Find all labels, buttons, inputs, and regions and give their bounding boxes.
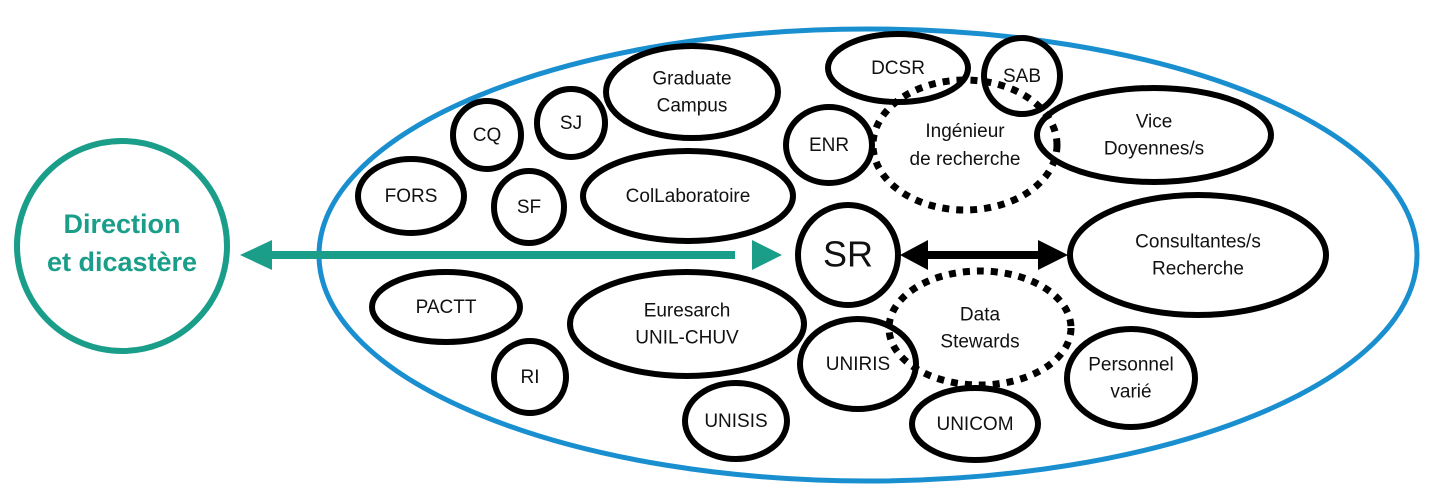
unicom-outline	[909, 385, 1041, 463]
vice-doyennes-label-line2: Doyennes/s	[1104, 139, 1204, 160]
cq-node: CQ	[450, 98, 524, 172]
fors-outline	[355, 156, 467, 236]
arrowhead-right-icon	[752, 240, 782, 270]
ingenieur-de-recherche-label-line2: de recherche	[910, 149, 1021, 170]
euresarch-label-line2: UNIL-CHUV	[635, 328, 739, 349]
data-stewards-outline	[885, 267, 1075, 389]
graduate-campus-label-line2: Campus	[657, 96, 728, 117]
uniris-outline	[797, 316, 919, 412]
sab-label-line1: SAB	[1003, 66, 1041, 87]
pactt-outline	[369, 269, 523, 345]
euresarch-outline	[567, 269, 807, 379]
consultantes-recherche-label-line2: Recherche	[1152, 259, 1244, 280]
ri-outline	[491, 338, 569, 416]
collaboratoire-node: ColLaboratoire	[580, 148, 796, 244]
direction-sr-arrow	[240, 240, 782, 270]
dcsr-node: DCSR	[825, 31, 971, 105]
arrowhead-left-icon	[900, 240, 928, 270]
dcsr-label-line1: DCSR	[871, 58, 925, 79]
graduate-campus-label-line1: Graduate	[652, 69, 731, 90]
consultantes-recherche-outline	[1067, 192, 1329, 318]
collaboratoire-label-line1: ColLaboratoire	[626, 186, 751, 207]
data-stewards-label-line1: Data	[960, 305, 1001, 326]
direction-dicastere-node: Direction et dicastère	[14, 138, 230, 354]
cq-outline	[450, 98, 524, 172]
collaboratoire-outline	[580, 148, 796, 244]
graduate-campus-outline	[603, 43, 781, 141]
pactt-node: PACTT	[369, 269, 523, 345]
vice-doyennes-label-line1: Vice	[1136, 112, 1173, 133]
sj-outline	[534, 86, 608, 160]
arrowhead-left-icon	[240, 240, 272, 270]
fors-label-line1: FORS	[385, 186, 438, 207]
euresarch-label-line1: Euresarch	[644, 301, 731, 322]
ingenieur-de-recherche-node: Ingénieur de recherche	[869, 76, 1061, 214]
sf-outline	[491, 168, 567, 246]
uniris-label-line1: UNIRIS	[826, 354, 890, 375]
sab-node: SAB	[981, 35, 1063, 117]
ingenieur-de-recherche-outline	[869, 76, 1061, 214]
direction-label-line2: et dicastère	[47, 247, 197, 277]
unisis-node: UNISIS	[682, 380, 790, 462]
ri-node: RI	[491, 338, 569, 416]
cq-label-line1: CQ	[473, 125, 502, 146]
sj-label-line1: SJ	[560, 113, 582, 134]
sab-outline	[981, 35, 1063, 117]
sr-label: SR	[823, 234, 873, 275]
personnel-varie-node: Personnel varié	[1064, 326, 1198, 430]
data-stewards-label-line2: Stewards	[940, 332, 1019, 353]
personnel-varie-outline	[1064, 326, 1198, 430]
enr-node: ENR	[783, 104, 875, 186]
uniris-node: UNIRIS	[797, 316, 919, 412]
unisis-outline	[682, 380, 790, 462]
personnel-varie-label-line1: Personnel	[1088, 355, 1174, 376]
sr-consultantes-arrow	[900, 240, 1068, 270]
unicom-label-line1: UNICOM	[936, 414, 1013, 435]
enr-outline	[783, 104, 875, 186]
sf-node: SF	[491, 168, 567, 246]
ingenieur-de-recherche-label-line1: Ingénieur	[925, 121, 1005, 142]
personnel-varie-label-line2: varié	[1110, 382, 1151, 403]
fors-node: FORS	[355, 156, 467, 236]
sr-node: SR	[795, 202, 901, 308]
enr-label-line1: ENR	[809, 135, 849, 156]
vice-doyennes-outline	[1034, 85, 1274, 185]
sj-node: SJ	[534, 86, 608, 160]
unisis-label-line1: UNISIS	[704, 411, 767, 432]
sf-label-line1: SF	[517, 197, 541, 218]
arrowhead-right-icon	[1038, 240, 1068, 270]
ri-label-line1: RI	[521, 367, 540, 388]
consultantes-recherche-label-line1: Consultantes/s	[1135, 232, 1261, 253]
pactt-label-line1: PACTT	[416, 297, 477, 318]
unicom-node: UNICOM	[909, 385, 1041, 463]
direction-label-line1: Direction	[63, 209, 180, 239]
